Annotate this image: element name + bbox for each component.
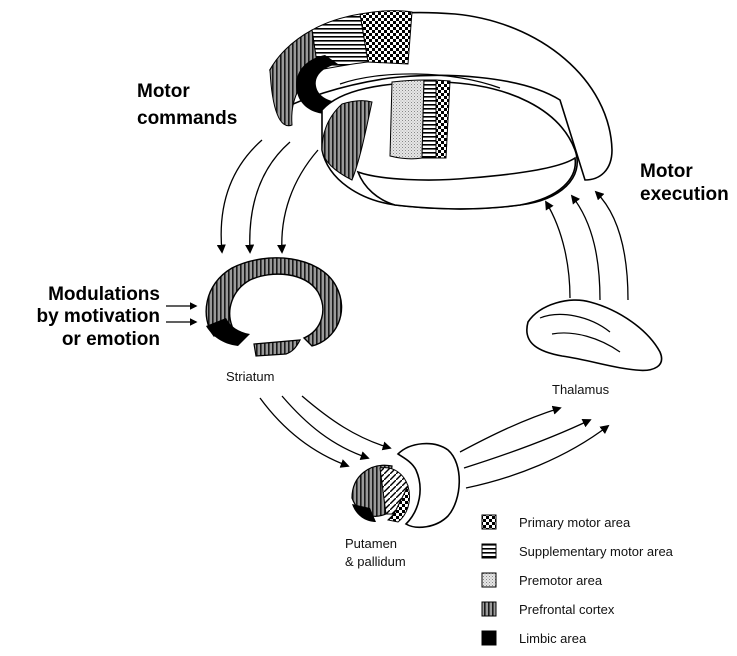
thalamus-label: Thalamus: [552, 382, 610, 397]
putamen-label: Putamen & pallidum: [345, 536, 406, 569]
arrow-thalamus-cortex-3: [596, 192, 628, 300]
putamen-line-2: & pallidum: [345, 554, 406, 569]
arrow-cortex-striatum-3: [282, 150, 318, 252]
lateral-supplementary-motor-area: [422, 80, 436, 158]
legend-swatch-vstripe: [482, 602, 496, 616]
legend-item-premotor-area: Premotor area: [482, 573, 603, 588]
legend-label: Primary motor area: [519, 515, 631, 530]
legend: Primary motor area Supplementary motor a…: [482, 515, 674, 646]
legend-item-limbic-area: Limbic area: [482, 631, 587, 646]
legend-label: Supplementary motor area: [519, 544, 674, 559]
legend-swatch-dots: [482, 573, 496, 587]
arrow-striatum-putamen-1: [260, 398, 348, 466]
legend-item-supplementary-motor-area: Supplementary motor area: [482, 544, 674, 559]
thalamus-shape: [527, 300, 662, 370]
legend-label: Limbic area: [519, 631, 587, 646]
modulations-line-3: or emotion: [62, 329, 160, 350]
arrow-striatum-putamen-3: [302, 396, 390, 448]
cortex-to-striatum-arrows: [221, 140, 318, 252]
legend-item-prefrontal-cortex: Prefrontal cortex: [482, 602, 615, 617]
lateral-premotor-area: [390, 80, 424, 159]
striatum-tail: [254, 340, 300, 356]
legend-swatch-solid: [482, 631, 496, 645]
legend-item-primary-motor-area: Primary motor area: [482, 515, 631, 530]
thalamus: [527, 300, 662, 370]
legend-swatch-hstripe: [482, 544, 496, 558]
arrow-putamen-thalamus-3: [466, 426, 608, 488]
putamen-line-1: Putamen: [345, 536, 397, 551]
arrow-thalamus-cortex-1: [546, 202, 570, 298]
legend-label: Premotor area: [519, 573, 603, 588]
cortex-brain: [270, 11, 612, 209]
motor-commands-line-1: Motor: [137, 81, 190, 102]
arrow-striatum-putamen-2: [282, 396, 368, 458]
putamen-pallidum: [352, 444, 459, 528]
modulations-label: Modulations by motivation or emotion: [36, 284, 160, 350]
striatum: [206, 258, 342, 356]
motor-execution-line-1: Motor: [640, 161, 693, 182]
modulation-arrows: [166, 306, 196, 322]
putamen-to-thalamus-arrows: [460, 408, 608, 488]
motor-execution-label: Motor execution: [640, 161, 729, 205]
thalamus-to-cortex-arrows: [546, 192, 628, 300]
arrow-putamen-thalamus-2: [464, 420, 590, 468]
medial-primary-motor-area: [360, 11, 412, 64]
motor-commands-line-2: commands: [137, 108, 237, 129]
modulations-line-1: Modulations: [48, 284, 160, 305]
arrow-putamen-thalamus-1: [460, 408, 560, 452]
legend-label: Prefrontal cortex: [519, 602, 615, 617]
striatum-label: Striatum: [226, 369, 274, 384]
motor-execution-line-2: execution: [640, 184, 729, 205]
legend-swatch-checker: [482, 515, 496, 529]
striatum-to-putamen-arrows: [260, 396, 390, 466]
arrow-thalamus-cortex-2: [572, 196, 600, 300]
modulations-line-2: by motivation: [36, 306, 160, 327]
motor-commands-label: Motor commands: [137, 81, 237, 129]
arrow-cortex-striatum-2: [250, 142, 290, 252]
